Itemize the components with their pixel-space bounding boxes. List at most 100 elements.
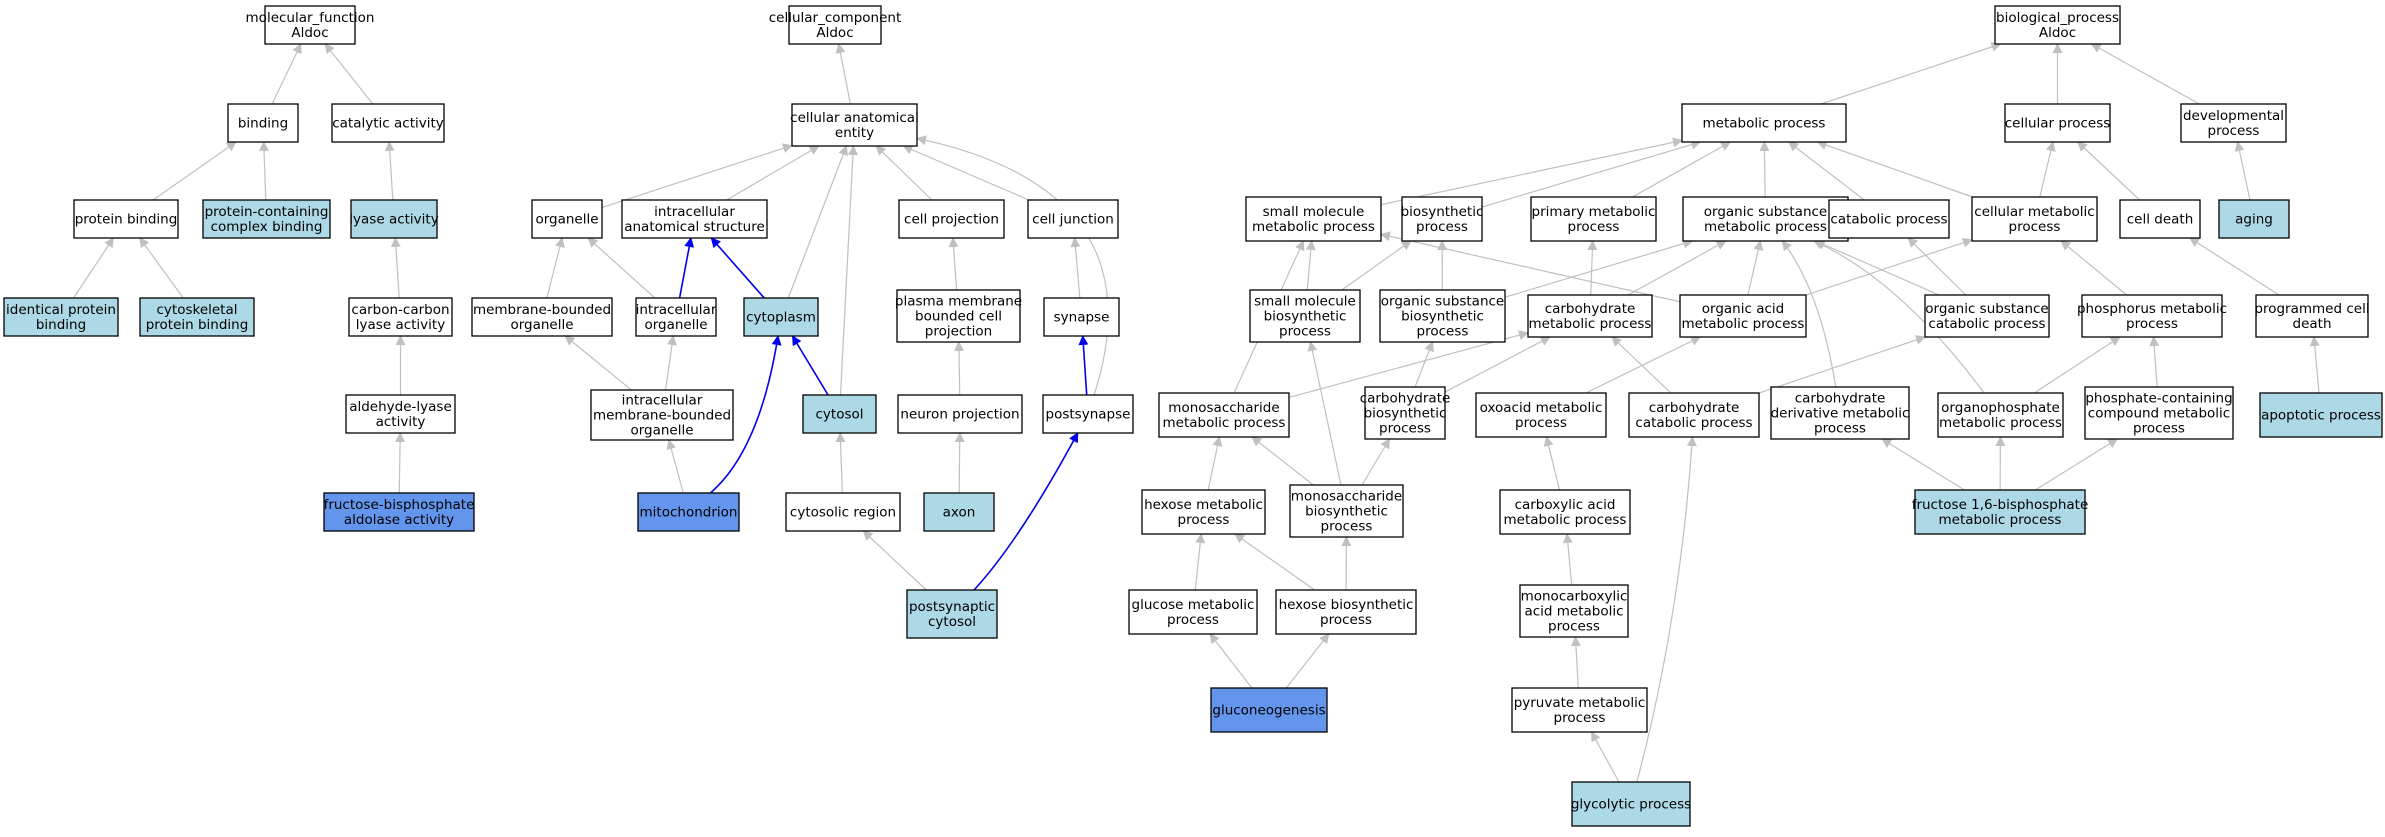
edge-f16bp-to-chdmp bbox=[1881, 438, 1965, 491]
node-box bbox=[1249, 289, 1361, 343]
node-label: fructose 1,6-bisphosphate bbox=[1912, 497, 2089, 513]
node-label: derivative metabolic bbox=[1771, 406, 1910, 422]
edge-hexmp-to-monomp bbox=[1207, 436, 1223, 491]
edge-chcp-to-oscp bbox=[1758, 335, 1926, 394]
node-label: intracellular bbox=[636, 302, 717, 318]
node-box bbox=[202, 199, 331, 239]
node-cytoplasm: cytoplasm bbox=[743, 297, 819, 337]
node-box bbox=[1158, 392, 1290, 438]
node-label: monosaccharide bbox=[1168, 400, 1279, 416]
node-label: Aldoc bbox=[291, 25, 328, 41]
node-label: catabolic process bbox=[1830, 212, 1947, 228]
edge-mbo-to-organelle bbox=[546, 237, 565, 299]
node-label: pyruvate metabolic bbox=[1514, 695, 1646, 711]
node-box bbox=[621, 199, 768, 239]
node-box bbox=[2180, 103, 2287, 143]
node-label: biosynthetic bbox=[1401, 309, 1484, 325]
edge-axon-to-neuron_proj bbox=[954, 432, 965, 494]
edge-fba-to-aldehyde_lyase bbox=[395, 432, 406, 494]
node-lyase: lyase activity bbox=[349, 199, 439, 239]
edge-catabolic-to-metabolic bbox=[1787, 141, 1865, 201]
edge-pccmp-to-phos_mp bbox=[2149, 336, 2160, 388]
node-label: organic substance bbox=[1925, 301, 2048, 317]
edge-lyase-to-catalytic bbox=[384, 141, 395, 201]
edge-io-to-organelle bbox=[587, 237, 656, 299]
node-label: biosynthetic bbox=[1401, 204, 1484, 220]
node-label: process bbox=[1814, 421, 1866, 437]
node-box bbox=[2004, 103, 2111, 143]
edge-monobp-to-smbp bbox=[1307, 341, 1342, 486]
node-metabolic: metabolic process bbox=[1681, 103, 1847, 143]
edge-apoptotic-to-pcd bbox=[2309, 336, 2320, 394]
node-box bbox=[1128, 589, 1258, 635]
node-label: process bbox=[1178, 512, 1230, 528]
node-label: aldolase activity bbox=[344, 512, 454, 528]
node-label: phosphorus metabolic bbox=[2077, 301, 2227, 317]
edge-chmp-to-primary bbox=[1587, 240, 1598, 296]
edge-phos_mp-to-cmp bbox=[2060, 240, 2127, 296]
edge-ias-to-cae bbox=[726, 145, 820, 201]
node-box bbox=[139, 297, 255, 337]
node-label: activity bbox=[376, 414, 426, 430]
node-box bbox=[1511, 687, 1648, 733]
node-label: organic acid bbox=[1702, 301, 1784, 317]
node-box bbox=[1530, 196, 1657, 242]
node-label: process bbox=[2126, 316, 2178, 332]
node-label: metabolic process bbox=[1704, 219, 1827, 235]
node-label: lyase activity bbox=[356, 317, 445, 333]
edge-oamp-to-smmp bbox=[1380, 231, 1681, 303]
node-label: protein-containing bbox=[205, 204, 329, 220]
node-label: catabolic process bbox=[1928, 316, 2045, 332]
node-label: plasma membrane bbox=[895, 294, 1022, 310]
edge-smbp-to-biosynthetic bbox=[1341, 240, 1412, 291]
node-box bbox=[1971, 196, 2098, 242]
edge-protein_binding-to-binding bbox=[152, 141, 237, 201]
node-box bbox=[1379, 289, 1506, 343]
node-postsynapse: postsynapse bbox=[1042, 394, 1134, 434]
node-box bbox=[1210, 687, 1328, 733]
node-label: process bbox=[1417, 324, 1469, 340]
node-box bbox=[331, 103, 445, 143]
edge-pcd-to-cell_death bbox=[2188, 237, 2280, 296]
edge-glucmp-to-hexmp bbox=[1194, 533, 1206, 591]
node-label: small molecule bbox=[1254, 294, 1356, 310]
node-box bbox=[1682, 196, 1849, 242]
node-box bbox=[345, 394, 456, 434]
edge-cmp-to-metabolic bbox=[1816, 140, 1973, 198]
node-box bbox=[802, 394, 877, 434]
node-label: process bbox=[1554, 710, 1606, 726]
edge-chmp-to-osmp bbox=[1627, 240, 1727, 296]
edge-neuron_proj-to-pmbcp bbox=[954, 341, 965, 396]
node-box bbox=[898, 199, 1005, 239]
node-label: anatomical structure bbox=[624, 219, 765, 235]
node-label: developmental bbox=[2183, 108, 2284, 124]
node-label: metabolic process bbox=[1252, 219, 1375, 235]
edge-chdmp-to-osmp bbox=[1781, 240, 1837, 388]
node-label: cell death bbox=[2127, 212, 2194, 228]
edge-pmbcp-to-cell_projection bbox=[948, 237, 959, 291]
edge-oxomp-to-oamp bbox=[1585, 336, 1702, 394]
edge-monobp-to-chbp bbox=[1361, 438, 1390, 486]
node-label: phosphate-containing bbox=[2085, 391, 2232, 407]
node-cyto_region: cytosolic region bbox=[785, 492, 901, 532]
node-box bbox=[1364, 386, 1446, 440]
node-label: compound metabolic bbox=[2088, 406, 2230, 422]
node-box bbox=[1519, 584, 1629, 638]
